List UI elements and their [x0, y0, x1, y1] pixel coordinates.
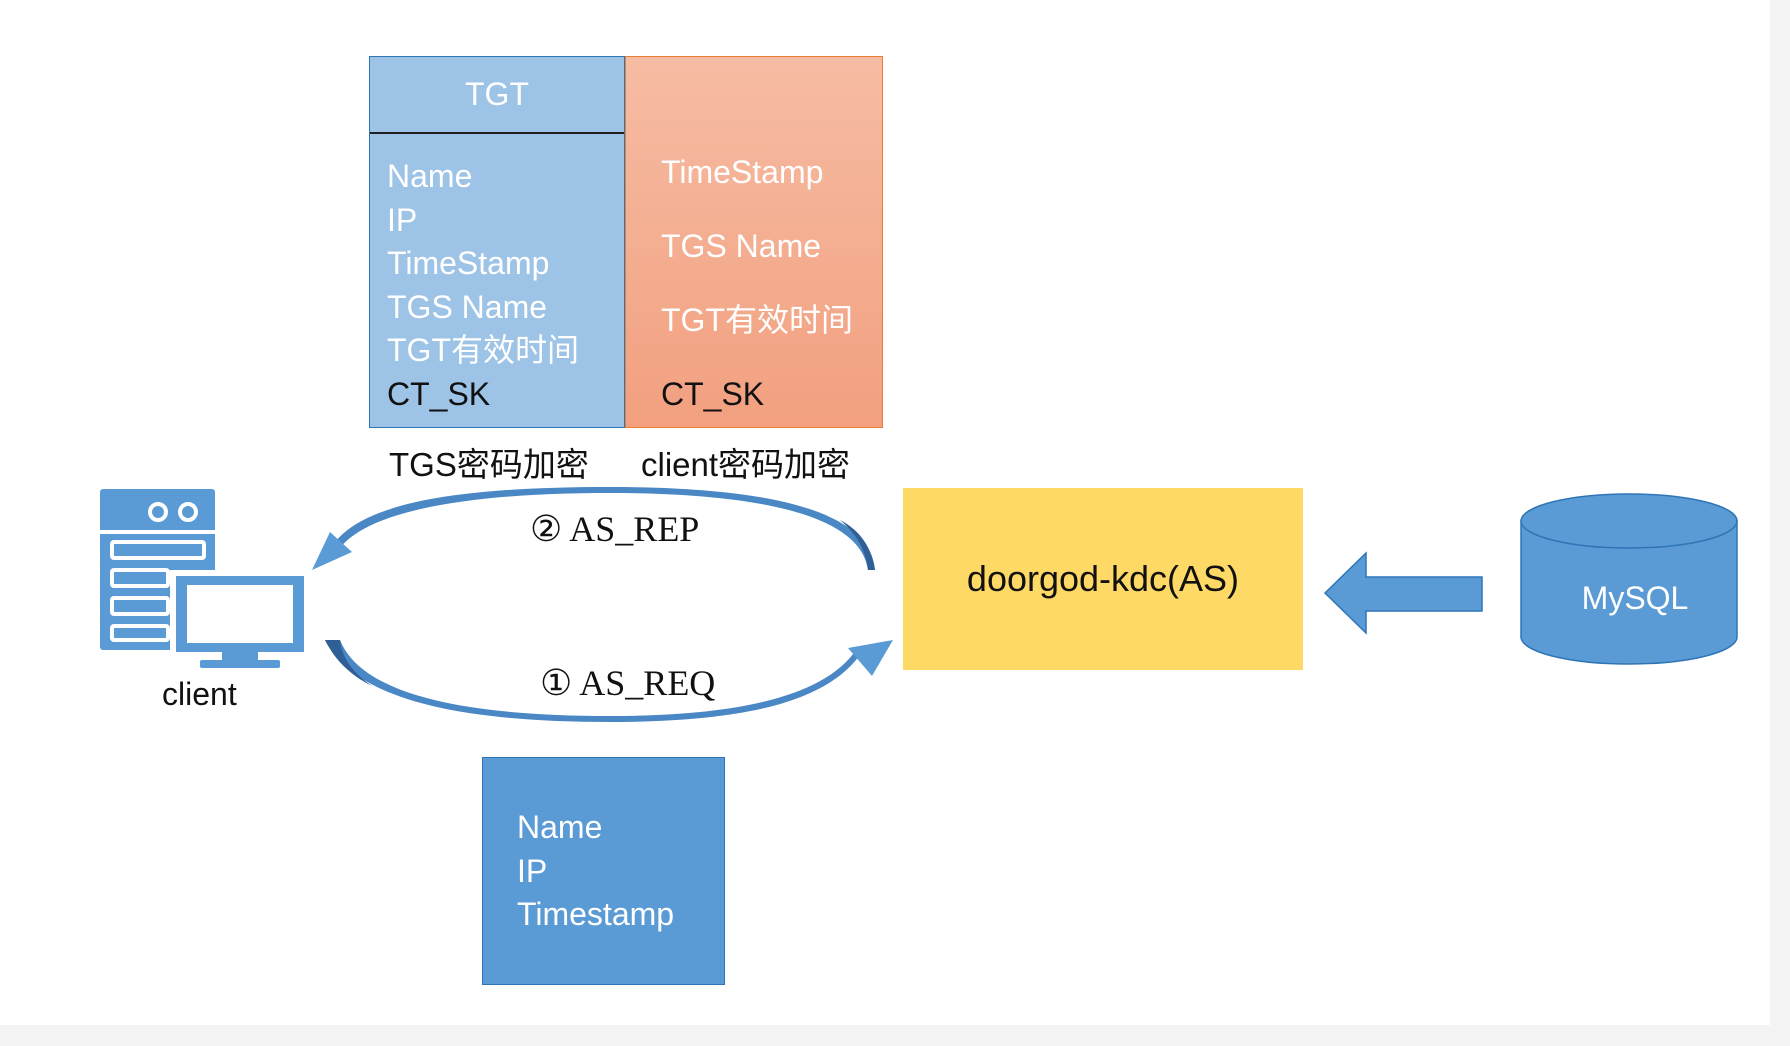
tgt-caption: TGS密码加密: [389, 446, 589, 483]
as-req-label: ① AS_REQ: [540, 663, 716, 703]
client-computer-icon: [100, 489, 310, 668]
client-encrypted-field-list: TimeStamp TGS Name TGT有效时间 CT_SK: [661, 135, 853, 431]
request-payload-field-list: Name IP Timestamp: [517, 806, 674, 937]
tgt-field-tgs-name: TGS Name: [387, 288, 548, 325]
as-req-arrow: [325, 640, 893, 722]
client-enc-field-ct-sk: CT_SK: [661, 376, 765, 412]
req-field-name: Name: [517, 809, 603, 845]
diagram-graphics: [100, 487, 1738, 722]
client-enc-field-tgs-name: TGS Name: [661, 228, 822, 264]
req-field-ip: IP: [517, 852, 548, 889]
mysql-label: MySQL: [1581, 580, 1689, 616]
tgt-field-name: Name: [387, 158, 473, 194]
as-rep-arrow: [312, 487, 875, 570]
client-encrypted-caption: client密码加密: [641, 446, 851, 483]
mysql-database-icon: [1520, 493, 1738, 665]
req-field-timestamp: Timestamp: [517, 896, 675, 932]
tgt-field-ct-sk: CT_SK: [387, 375, 491, 412]
as-rep-label: ② AS_REP: [530, 509, 700, 549]
db-to-kdc-arrow: [1323, 551, 1483, 635]
tgt-box: TGT Name IP TimeStamp TGS Name TGT有效时间 C…: [369, 56, 625, 428]
kdc-box: doorgod-kdc(AS): [903, 488, 1303, 670]
tgt-field-validity: TGT有效时间: [387, 332, 579, 368]
client-enc-field-timestamp: TimeStamp: [661, 154, 824, 190]
diagram-canvas: TGT Name IP TimeStamp TGS Name TGT有效时间 C…: [0, 0, 1770, 1025]
client-encrypted-box: TimeStamp TGS Name TGT有效时间 CT_SK: [625, 56, 883, 428]
client-label: client: [162, 676, 237, 712]
tgt-field-ip: IP: [387, 201, 418, 238]
tgt-field-list: Name IP TimeStamp TGS Name TGT有效时间 CT_SK: [387, 155, 579, 416]
request-payload-box: Name IP Timestamp: [482, 757, 725, 985]
tgt-field-timestamp: TimeStamp: [387, 245, 550, 281]
tgt-title: TGT: [370, 57, 624, 134]
client-enc-field-validity: TGT有效时间: [661, 302, 853, 338]
